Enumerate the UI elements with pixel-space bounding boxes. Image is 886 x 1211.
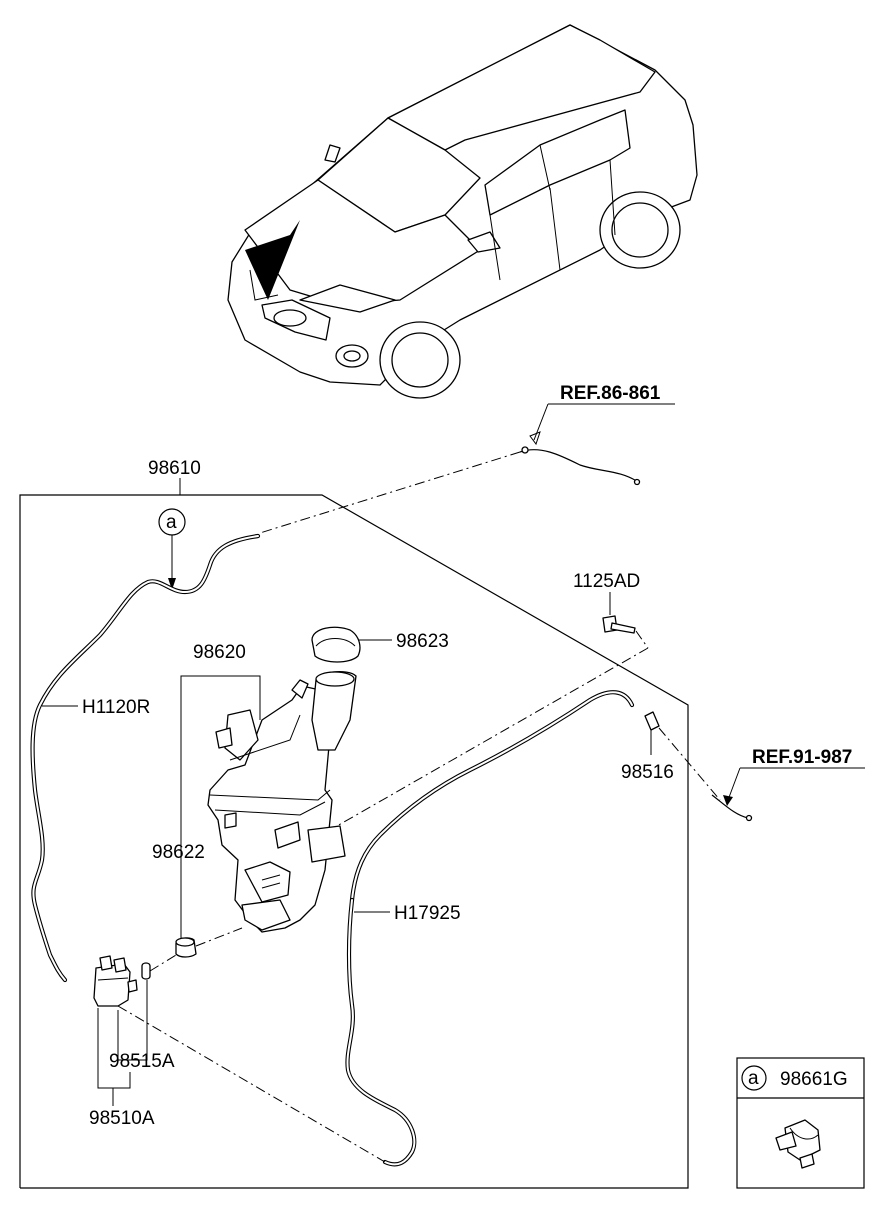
legend-marker: a: [748, 1068, 759, 1089]
ref-91-987-callout: REF.91-987: [711, 747, 865, 822]
assembly-frame: 98610: [19, 458, 689, 1189]
reservoir-cap-group: 98623: [311, 626, 449, 663]
reservoir-label[interactable]: 98620: [193, 642, 246, 663]
ref-86-861-callout: REF.86-861: [259, 383, 675, 534]
ref-91-987-label[interactable]: REF.91-987: [752, 747, 852, 768]
reservoir-seal-group: 98622: [152, 842, 243, 958]
assembly-label[interactable]: 98610: [148, 458, 201, 479]
ref-86-861-label[interactable]: REF.86-861: [560, 383, 661, 404]
legend-part-number[interactable]: 98661G: [780, 1069, 848, 1090]
hose-left-label[interactable]: H1120R: [82, 697, 150, 718]
grommet-label[interactable]: 98515A: [109, 1051, 175, 1072]
fastener-group: 1125AD: [329, 571, 649, 831]
fastener-label[interactable]: 1125AD: [573, 571, 640, 592]
legend-box: a 98661G: [736, 1057, 865, 1189]
vehicle-illustration: [227, 24, 698, 399]
check-valve-label[interactable]: 98516: [621, 762, 674, 783]
hose-right-label[interactable]: H17925: [394, 903, 461, 924]
seal-label[interactable]: 98622: [152, 842, 205, 863]
circle-marker-label: a: [166, 512, 177, 533]
check-valve-group: 98516: [349, 690, 721, 903]
hose-clip-marker: a: [158, 508, 186, 590]
reservoir-group: 98620: [180, 642, 357, 948]
pump-label[interactable]: 98510A: [89, 1108, 155, 1129]
cap-label[interactable]: 98623: [396, 631, 449, 652]
left-washer-hose: H1120R: [30, 533, 261, 983]
pump-group: 98515A 98510A: [89, 954, 386, 1163]
right-washer-hose: H17925: [345, 897, 461, 1167]
